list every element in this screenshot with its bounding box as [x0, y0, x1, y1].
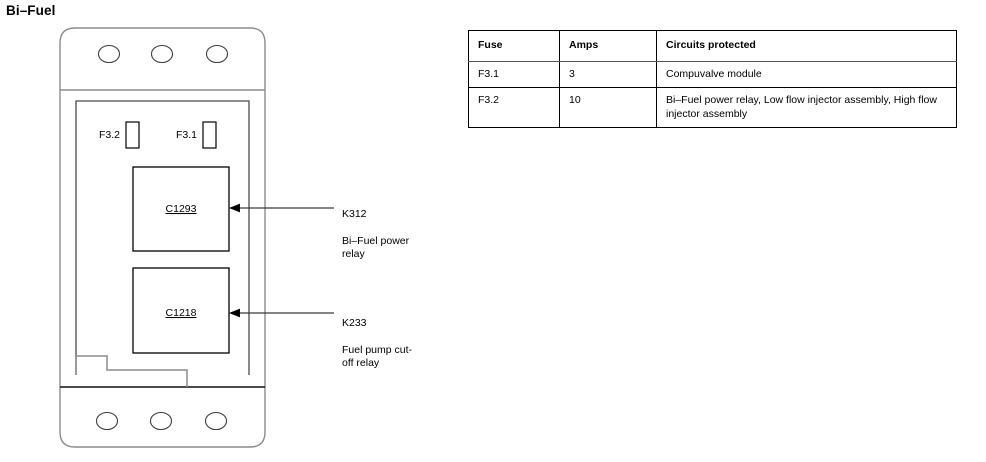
fuse-table-container: Fuse Amps Circuits protected F3.1 3 Comp… — [468, 30, 957, 128]
callout-k312-description: Bi–Fuel power relay — [342, 234, 410, 260]
cell-circuits-protected: Compuvalve module — [656, 61, 957, 88]
relay-connector-label-c1218: C1218 — [166, 307, 197, 319]
mounting-hole-bottom-3 — [204, 411, 228, 431]
cell-circuits-text: Compuvalve module — [666, 68, 762, 80]
mounting-hole-bottom-1 — [95, 411, 119, 431]
mounting-hole-top-3 — [205, 44, 229, 64]
relay-box-c1218[interactable] — [132, 267, 230, 354]
relay-connector-label-c1293: C1293 — [166, 203, 197, 215]
arrowhead-k312-icon — [229, 203, 240, 213]
cell-amps: 3 — [559, 61, 657, 88]
fuse-slot-label-f3-1: F3.1 — [176, 129, 197, 141]
cell-circuits-text: Bi–Fuel power relay, Low flow injector a… — [666, 94, 937, 120]
cell-amps: 10 — [559, 87, 657, 128]
inner-frame-step-cutout — [75, 355, 188, 387]
cell-fuse: F3.1 — [468, 61, 560, 88]
table-row: F3.2 10 Bi–Fuel power relay, Low flow in… — [468, 87, 957, 128]
column-header-circuits-protected: Circuits protected — [656, 30, 957, 62]
column-header-amps: Amps — [559, 30, 657, 62]
fuse-slot-f3-1[interactable] — [202, 121, 217, 149]
page-title: Bi–Fuel — [6, 3, 56, 18]
callout-k233-code: K233 — [342, 317, 367, 330]
cell-circuits-protected: Bi–Fuel power relay, Low flow injector a… — [656, 87, 957, 128]
mounting-hole-top-1 — [97, 44, 121, 64]
relay-box-c1293[interactable] — [132, 166, 230, 252]
fuse-slot-f3-2[interactable] — [125, 121, 140, 149]
mounting-hole-bottom-2 — [149, 411, 173, 431]
callout-k233-description: Fuel pump cut- off relay — [342, 343, 413, 369]
mounting-hole-top-2 — [150, 44, 174, 64]
arrowhead-k233-icon — [229, 308, 240, 318]
fuse-slot-label-f3-2: F3.2 — [99, 129, 120, 141]
inner-frame-outline — [75, 100, 250, 375]
fuse-table: Fuse Amps Circuits protected F3.1 3 Comp… — [468, 30, 957, 128]
cell-fuse: F3.2 — [468, 87, 560, 128]
callout-k312: K312 Bi–Fuel power relay — [342, 195, 409, 274]
table-header-row: Fuse Amps Circuits protected — [468, 30, 957, 62]
table-row: F3.1 3 Compuvalve module — [468, 61, 957, 88]
callout-k312-code: K312 — [342, 208, 367, 221]
column-header-fuse: Fuse — [468, 30, 560, 62]
callout-k233: K233 Fuel pump cut- off relay — [342, 304, 412, 383]
fuse-relay-box-diagram: F3.2 F3.1 C1293 C1218 — [0, 0, 460, 462]
